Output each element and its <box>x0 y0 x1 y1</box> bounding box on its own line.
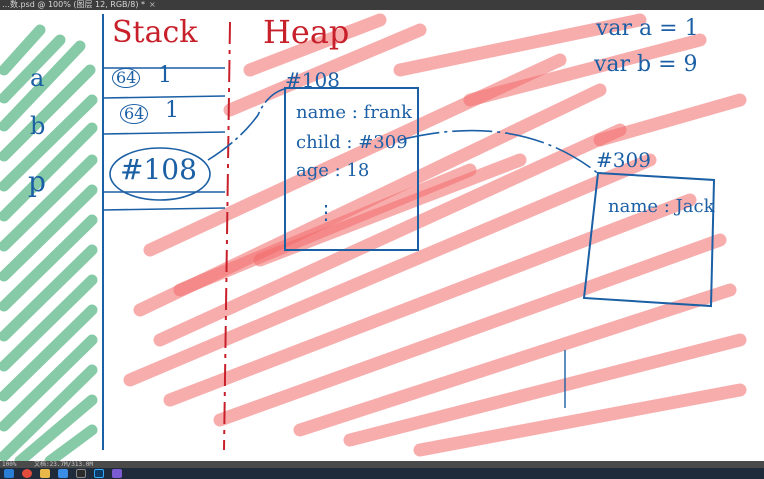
status-bar: 100% 文档:23.7M/313.0M <box>0 461 764 468</box>
folder-icon[interactable] <box>40 469 50 478</box>
code-line-2: var b = 9 <box>594 52 698 77</box>
zoom-level[interactable]: 100% <box>2 461 17 468</box>
heap-obj1-child: child : #309 <box>296 132 408 153</box>
stack-cell-b-value: 1 <box>165 98 179 123</box>
taskbar <box>0 468 764 479</box>
start-icon[interactable] <box>4 469 14 478</box>
heap-obj2-id: #309 <box>596 148 651 172</box>
stack-cell-p-value: #108 <box>120 153 197 186</box>
terminal-icon[interactable] <box>76 469 86 478</box>
chrome-icon[interactable] <box>22 469 32 478</box>
drawing-canvas[interactable]: Stack Heap a b p 64 1 64 1 #108 #108 nam… <box>0 10 764 461</box>
stack-cell-b-type: 64 <box>120 104 149 124</box>
heap-obj2-name: name : Jack <box>608 196 715 217</box>
heap-obj1-age: age : 18 <box>296 160 370 181</box>
photoshop-icon[interactable] <box>94 469 104 478</box>
window-titlebar: …数.psd @ 100% (图层 12, RGB/8) * × <box>0 0 764 10</box>
stack-cell-a-type: 64 <box>112 68 141 88</box>
code-line-1: var a = 1 <box>596 16 699 41</box>
scribble-layer <box>0 13 747 461</box>
editor-icon[interactable] <box>58 469 68 478</box>
stack-cell-a-value: 1 <box>158 63 172 88</box>
var-p-label: p <box>28 165 46 198</box>
window-title: …数.psd @ 100% (图层 12, RGB/8) * <box>2 0 145 9</box>
var-a-label: a <box>30 64 45 92</box>
close-tab-icon[interactable]: × <box>149 0 156 9</box>
heap-title: Heap <box>263 13 350 51</box>
stack-title: Stack <box>112 15 198 50</box>
app-icon[interactable] <box>112 469 122 478</box>
var-b-label: b <box>30 112 46 140</box>
heap-obj1-ellipsis: ⋮ <box>316 200 336 224</box>
heap-obj1-id: #108 <box>285 68 340 92</box>
doc-info: 文档:23.7M/313.0M <box>34 461 93 468</box>
heap-obj1-name: name : frank <box>296 102 413 123</box>
